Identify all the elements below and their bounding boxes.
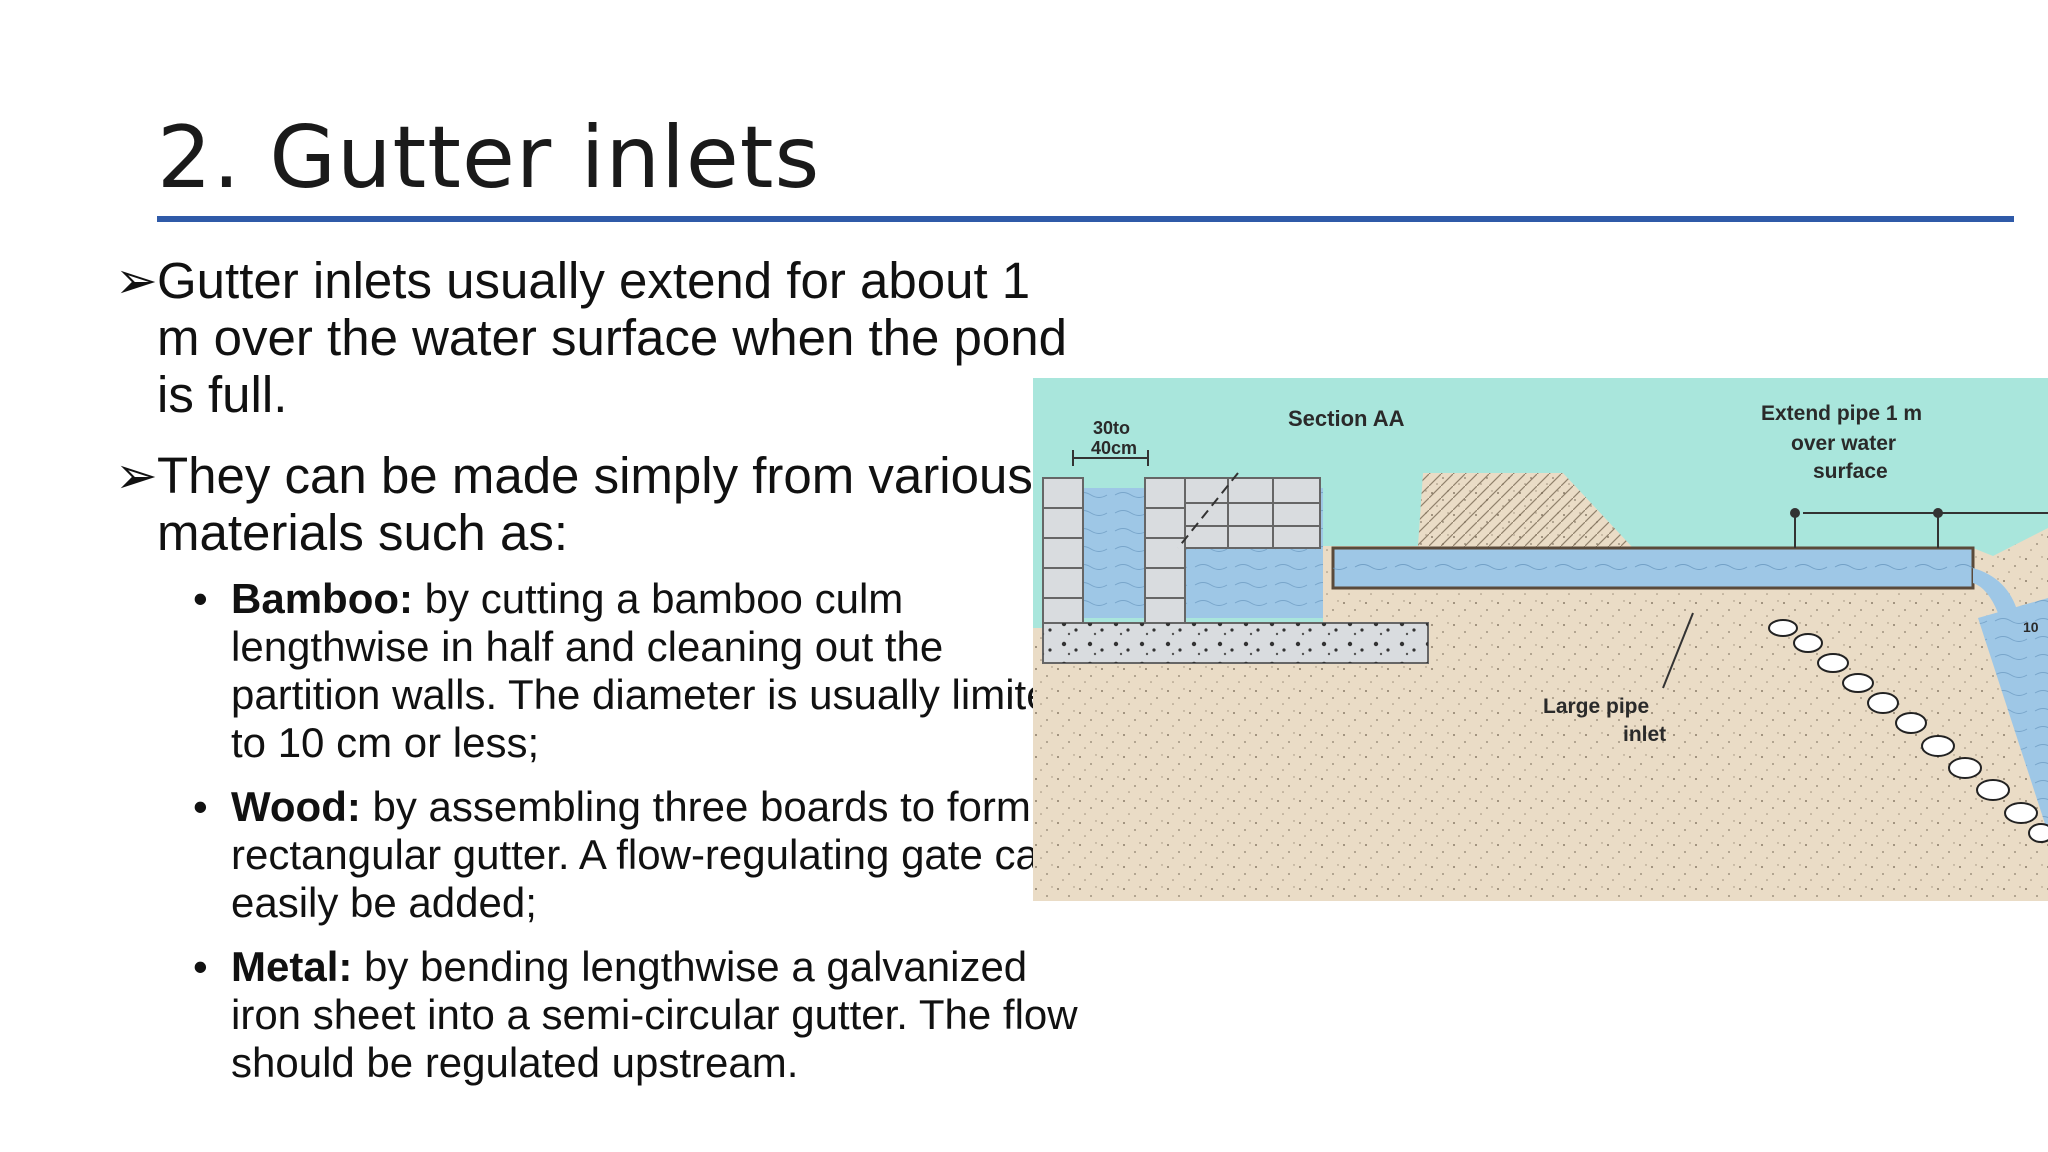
dot-bullet-icon: • [193, 943, 208, 990]
extend-label-3: surface [1813, 460, 1888, 483]
arrow-bullet-icon: ➢ [115, 252, 158, 309]
edge-label: 10 [2023, 619, 2039, 635]
riprap-stones [1768, 619, 2048, 843]
sub-bullet-item: • Bamboo: by cutting a bamboo culm length… [115, 575, 1085, 767]
inlet-pipe [1331, 546, 1975, 590]
section-label: Section AA [1288, 406, 1405, 431]
bullet-item: ➢ Gutter inlets usually extend for about… [115, 252, 1085, 423]
sub-bullet-item: • Metal: by bending lengthwise a galvaniz… [115, 943, 1085, 1087]
extend-label-2: over water [1791, 432, 1896, 455]
sub-bullet-text: by cutting a bamboo culm lengthwise in h… [231, 575, 1073, 766]
title-underline [157, 216, 2014, 222]
bullet-item: ➢ They can be made simply from various m… [115, 447, 1085, 561]
pipe-label-2: inlet [1623, 723, 1666, 746]
sub-bullet-text: by assembling three boards to form a rec… [231, 783, 1066, 926]
extend-dimension [1790, 508, 2048, 548]
embankment [1418, 473, 1633, 548]
bullet-list: ➢ Gutter inlets usually extend for about… [115, 252, 1085, 1103]
dimension-marker [1072, 450, 1149, 466]
sub-bullet-term: Bamboo: [231, 575, 413, 622]
pipe-label-1: Large pipe [1543, 695, 1649, 718]
brick-wall-left [1042, 477, 1084, 629]
slide-title: 2. Gutter inlets [157, 108, 821, 208]
sub-bullet-item: • Wood: by assembling three boards to for… [115, 783, 1085, 927]
pipe-label-leader [1662, 612, 1694, 689]
section-line [1177, 472, 1239, 549]
arrow-bullet-icon: ➢ [115, 447, 158, 504]
bullet-text: They can be made simply from various mat… [157, 447, 1033, 561]
brick-wall-right [1144, 477, 1321, 629]
sub-bullet-list: • Bamboo: by cutting a bamboo culm length… [115, 575, 1085, 1087]
gutter-inlet-diagram: 30to 40cm Section AA Extend pipe 1 m ove… [1033, 378, 2048, 901]
pipe-outflow [1973, 568, 2018, 613]
extend-label-1: Extend pipe 1 m [1761, 402, 1922, 425]
dim-label-bottom: 40cm [1091, 438, 1137, 458]
sub-bullet-term: Wood: [231, 783, 361, 830]
sub-bullet-term: Metal: [231, 943, 353, 990]
bullet-text: Gutter inlets usually extend for about 1… [157, 252, 1068, 423]
sub-bullet-text: by bending lengthwise a galvanized iron … [231, 943, 1078, 1086]
dim-label-top: 30to [1093, 418, 1130, 438]
dot-bullet-icon: • [193, 575, 208, 622]
dot-bullet-icon: • [193, 783, 208, 830]
